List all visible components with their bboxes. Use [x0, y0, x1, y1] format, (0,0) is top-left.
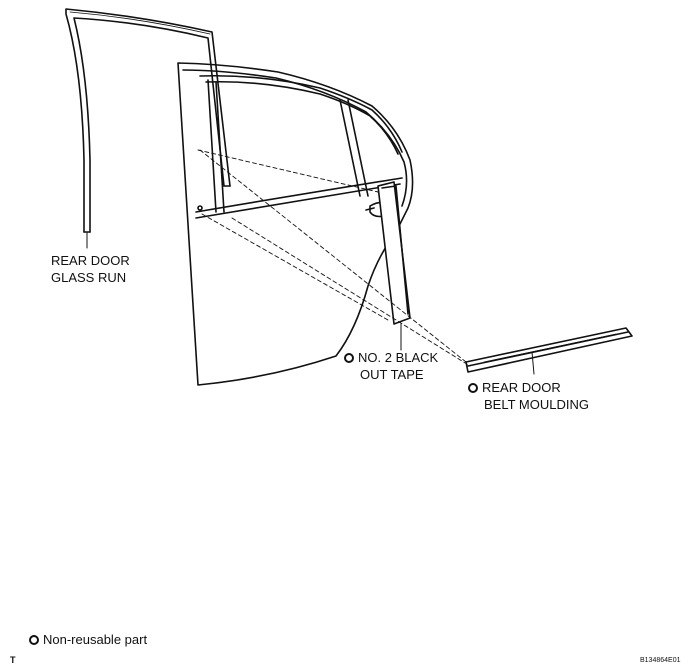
glass-run-part [65, 8, 231, 249]
non-reusable-part-icon [468, 383, 478, 393]
figure-code: B134864E01 [640, 657, 681, 664]
footer-left-mark: T [10, 655, 16, 665]
belt-moulding-label: REAR DOOR BELT MOULDING [468, 379, 589, 413]
black-out-tape-part [377, 181, 411, 351]
black-out-tape-label: NO. 2 BLACK OUT TAPE [344, 349, 438, 383]
non-reusable-part-icon [344, 353, 354, 363]
belt-moulding-part [465, 327, 633, 375]
legend: Non-reusable part [29, 631, 147, 648]
alignment-dashed-lines [197, 149, 471, 367]
glass-run-label: REAR DOOR GLASS RUN [51, 253, 130, 285]
non-reusable-part-icon [29, 635, 39, 645]
rear-door-body [177, 62, 414, 386]
